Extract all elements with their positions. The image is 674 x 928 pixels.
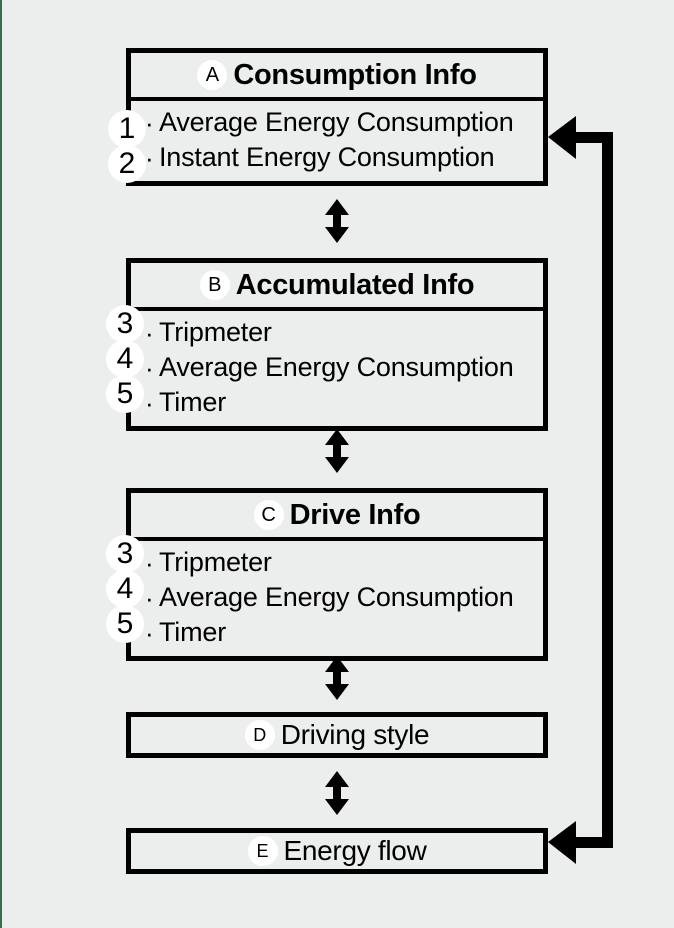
connector-c-d-arrow	[320, 655, 354, 701]
list-item[interactable]: · Tripmeter	[131, 545, 543, 580]
block-body-b: · Tripmeter · Average Energy Consumption…	[131, 311, 543, 426]
bullet-dot-icon: ·	[145, 317, 154, 348]
bullet-dot-icon: ·	[145, 617, 154, 648]
list-item[interactable]: · Timer	[131, 615, 543, 650]
block-body-c: · Tripmeter · Average Energy Consumption…	[131, 541, 543, 656]
list-item[interactable]: · Tripmeter	[131, 315, 543, 350]
list-item[interactable]: · Average Energy Consumption	[131, 350, 543, 385]
block-header-c: C Drive Info	[131, 493, 543, 541]
badge-c-icon: C	[253, 500, 284, 530]
badge-e-icon: E	[247, 836, 278, 866]
step-marker-4: 4	[106, 340, 144, 378]
list-item[interactable]: · Average Energy Consumption	[131, 580, 543, 615]
bullet-dot-icon: ·	[145, 107, 154, 138]
step-marker-5: 5	[106, 375, 144, 413]
connector-a-b-arrow	[320, 198, 354, 244]
step-marker-4-dup: 4	[106, 570, 144, 608]
step-marker-5-dup: 5	[106, 605, 144, 643]
step-marker-3: 3	[106, 305, 144, 343]
connector-d-e-arrow	[320, 770, 354, 816]
list-item[interactable]: · Timer	[131, 385, 543, 420]
left-edge-rule	[0, 0, 2, 928]
badge-b-icon: B	[199, 270, 230, 300]
block-accumulated-info[interactable]: B Accumulated Info · Tripmeter · Average…	[126, 258, 548, 431]
list-item-label: Instant Energy Consumption	[159, 142, 495, 172]
block-title-a: Consumption Info	[233, 58, 477, 91]
block-title-c: Drive Info	[289, 498, 421, 531]
bullet-dot-icon: ·	[145, 547, 154, 578]
block-header-a: A Consumption Info	[131, 53, 543, 101]
list-item-label: Timer	[159, 387, 226, 417]
bullet-dot-icon: ·	[145, 582, 154, 613]
bullet-dot-icon: ·	[145, 352, 154, 383]
badge-d-icon: D	[244, 720, 275, 750]
list-item[interactable]: · Average Energy Consumption	[131, 105, 543, 140]
block-consumption-info[interactable]: A Consumption Info · Average Energy Cons…	[126, 48, 548, 186]
block-title-d: Driving style	[280, 719, 430, 750]
connector-b-c-arrow	[320, 428, 354, 474]
block-title-b: Accumulated Info	[235, 268, 475, 301]
list-item-label: Tripmeter	[159, 547, 272, 577]
step-marker-3-dup: 3	[106, 535, 144, 573]
step-marker-2: 2	[108, 145, 146, 183]
block-drive-info[interactable]: C Drive Info · Tripmeter · Average Energ…	[126, 488, 548, 661]
list-item-label: Average Energy Consumption	[159, 107, 514, 137]
badge-a-icon: A	[197, 60, 228, 90]
list-item-label: Average Energy Consumption	[159, 582, 514, 612]
block-body-a: · Average Energy Consumption · Instant E…	[131, 101, 543, 181]
list-item[interactable]: · Instant Energy Consumption	[131, 140, 543, 175]
step-marker-1: 1	[108, 110, 146, 148]
bullet-dot-icon: ·	[145, 142, 154, 173]
list-item-label: Tripmeter	[159, 317, 272, 347]
list-item-label: Average Energy Consumption	[159, 352, 514, 382]
block-driving-style[interactable]: D Driving style	[126, 712, 548, 758]
block-energy-flow[interactable]: E Energy flow	[126, 828, 548, 874]
list-item-label: Timer	[159, 617, 226, 647]
block-header-b: B Accumulated Info	[131, 263, 543, 311]
bullet-dot-icon: ·	[145, 387, 154, 418]
connector-loop-e-to-a	[548, 110, 674, 870]
block-title-e: Energy flow	[283, 835, 427, 866]
